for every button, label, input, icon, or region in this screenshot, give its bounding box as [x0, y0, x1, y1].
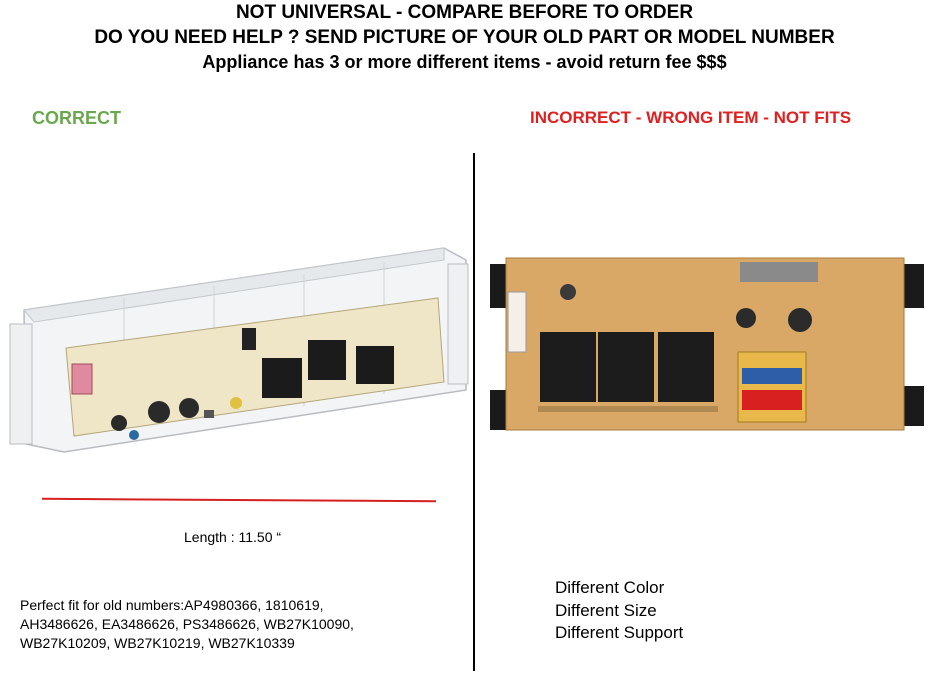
difference-item: Different Color: [555, 578, 665, 597]
difference-item: Different Size: [555, 600, 657, 620]
notice-line-3: Appliance has 3 or more different items …: [202, 52, 727, 72]
correct-label: CORRECT: [32, 108, 121, 128]
divider-line: [473, 153, 475, 671]
fit-line-2: AH3486626, EA3486626, PS3486626, WB27K10…: [20, 616, 354, 632]
notice-line-2: DO YOU NEED HELP ? SEND PICTURE OF YOUR …: [94, 27, 835, 48]
differences-list: Different Color Different Size Different…: [555, 577, 683, 645]
compatible-part-numbers: Perfect fit for old numbers:AP4980366, 1…: [20, 596, 460, 653]
length-label: Length : 11.50 “: [184, 529, 282, 545]
fit-line-1: Perfect fit for old numbers:AP4980366, 1…: [20, 597, 324, 613]
difference-item: Different Support: [555, 623, 684, 642]
incorrect-board-image: [488, 240, 928, 445]
header-notice: NOT UNIVERSAL - COMPARE BEFORE TO ORDER …: [0, 0, 929, 74]
notice-line-1: NOT UNIVERSAL - COMPARE BEFORE TO ORDER: [235, 2, 694, 23]
incorrect-label: INCORRECT - WRONG ITEM - NOT FITS: [530, 108, 852, 127]
fit-line-3: WB27K10209, WB27K10219, WB27K10339: [20, 635, 295, 651]
length-measure-line: [41, 497, 437, 503]
correct-board-image: [4, 240, 472, 475]
